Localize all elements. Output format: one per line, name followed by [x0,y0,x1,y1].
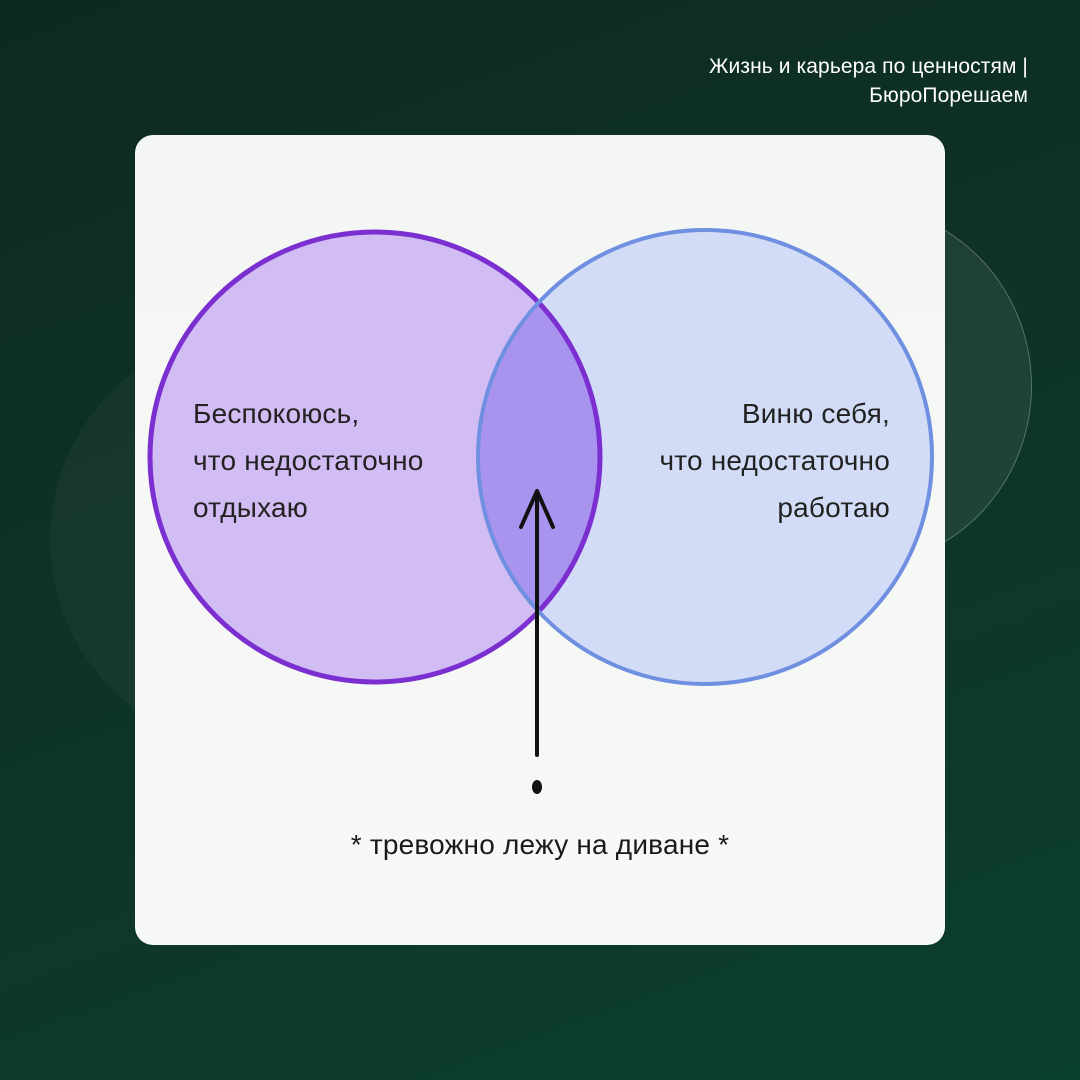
arrow-head-icon [519,489,555,529]
right-label-line-3: работаю [777,492,890,523]
right-circle [478,230,932,684]
header-line-2: БюроПорешаем [869,84,1028,107]
right-circle-label: Виню себя, что недостаточно работаю [659,390,890,531]
header-line-1: Жизнь и карьера по ценностям | [709,55,1028,78]
right-label-line-1: Виню себя, [741,398,890,429]
right-label-line-2: что недостаточно [659,445,890,476]
diagram-caption: * тревожно лежу на диване * [350,829,730,860]
venn-diagram-card: Беспокоюсь, что недостаточно отдыхаю Вин… [135,135,945,945]
left-circle-outline [147,229,603,685]
left-label-line-2: что недостаточно [193,445,424,476]
left-label-line-1: Беспокоюсь, [193,398,360,429]
arrow-dot [532,780,542,794]
right-circle-outline [476,228,934,686]
header-brand-text: Жизнь и карьера по ценностям | БюроПореш… [709,52,1028,110]
venn-diagram [147,228,934,794]
left-label-line-3: отдыхаю [193,492,308,523]
left-circle-label: Беспокоюсь, что недостаточно отдыхаю [193,390,424,531]
left-circle [150,232,600,682]
